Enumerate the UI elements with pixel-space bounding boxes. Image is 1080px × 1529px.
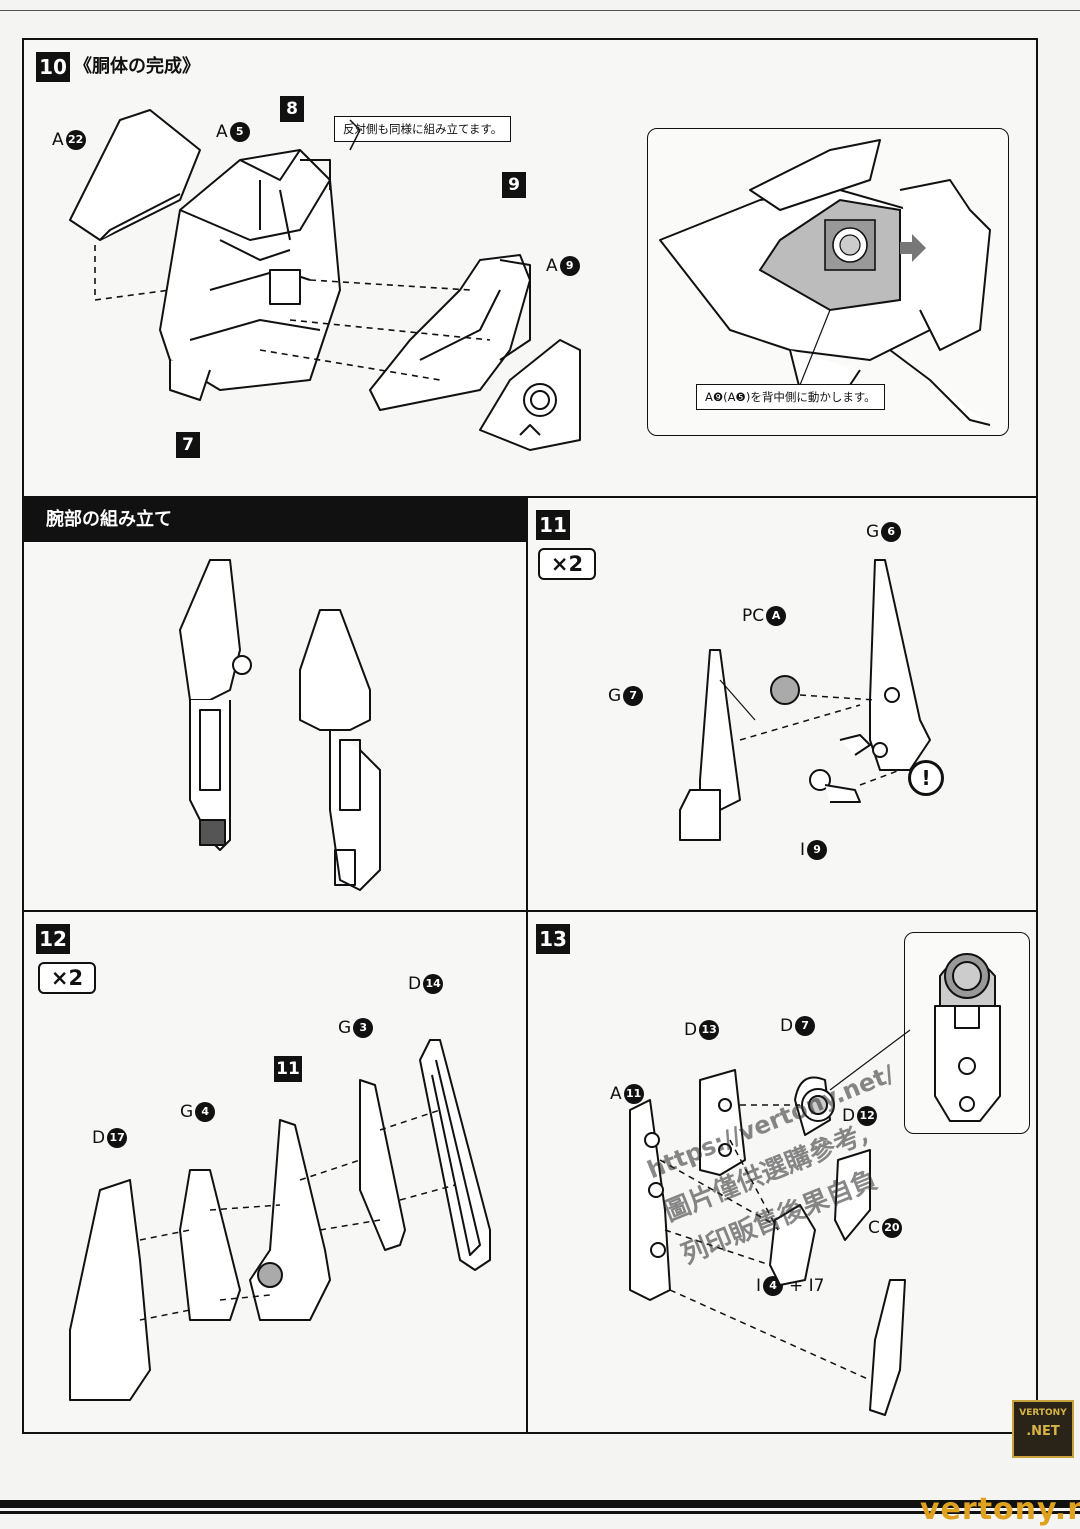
arm-overview-drawing xyxy=(179,559,381,891)
divider-vertical xyxy=(526,496,528,1434)
badge-9: 9 xyxy=(502,172,526,198)
warning-icon: ! xyxy=(908,760,944,796)
bottom-bar xyxy=(0,1500,1080,1508)
step-10-inset-note: A❾(A❺)を背中側に動かします。 xyxy=(696,384,885,410)
step-11-multiplier: ×2 xyxy=(538,548,596,580)
bottom-bar-thin xyxy=(0,1511,1080,1514)
divider-top xyxy=(22,496,1038,498)
step-11-drawing xyxy=(679,559,931,841)
step-10-title: 《胴体の完成》 xyxy=(74,56,200,77)
badge-11: 11 xyxy=(274,1056,302,1082)
step-13-badge: 13 xyxy=(536,924,570,954)
top-rule xyxy=(0,10,1080,11)
divider-middle xyxy=(22,910,1038,912)
arm-section-header: 腕部の組み立て xyxy=(24,498,526,542)
step-10-badge: 10 xyxy=(36,52,70,82)
step-11-badge: 11 xyxy=(536,510,570,540)
step-12-drawing xyxy=(69,1039,491,1401)
watermark-site: vertony.net xyxy=(920,1492,1080,1527)
torso-assembly-drawing xyxy=(69,109,581,451)
step-12-badge: 12 xyxy=(36,924,70,954)
vertony-logo: VERTONY .NET xyxy=(1012,1400,1074,1458)
step-12-multiplier: ×2 xyxy=(38,962,96,994)
badge-7: 7 xyxy=(176,432,200,458)
elbow-detail-drawing xyxy=(934,953,1001,1122)
step-10-note: 反対側も同様に組み立てます。 xyxy=(334,116,512,142)
step-13-drawing xyxy=(629,1029,911,1416)
badge-8: 8 xyxy=(280,96,304,122)
